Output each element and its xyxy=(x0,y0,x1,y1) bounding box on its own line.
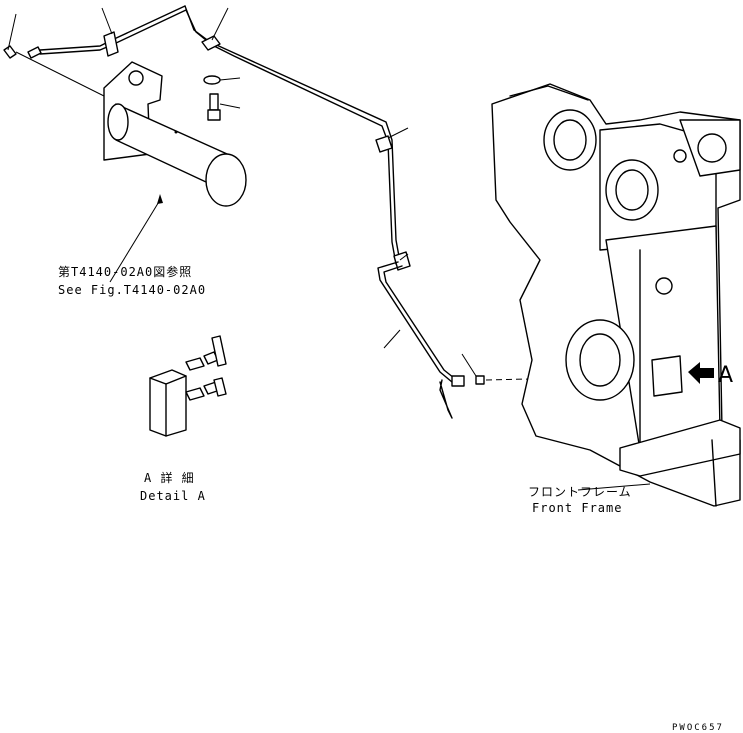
pin-assembly xyxy=(15,51,247,283)
detail-label-en: Detail A xyxy=(140,489,206,503)
frame-label-en: Front Frame xyxy=(532,501,622,515)
view-letter-label: A xyxy=(718,363,733,388)
reference-label-en: See Fig.T4140-02A0 xyxy=(58,283,206,297)
detail-a xyxy=(149,335,227,437)
drawing-code-label: PWOC657 xyxy=(672,723,724,733)
frame-label-jp: フロントフレーム xyxy=(528,485,632,499)
reference-label-jp: 第T4140-02A0図参照 xyxy=(58,264,192,279)
front-frame xyxy=(491,83,741,507)
detail-label-jp: A 詳 細 xyxy=(144,470,195,485)
